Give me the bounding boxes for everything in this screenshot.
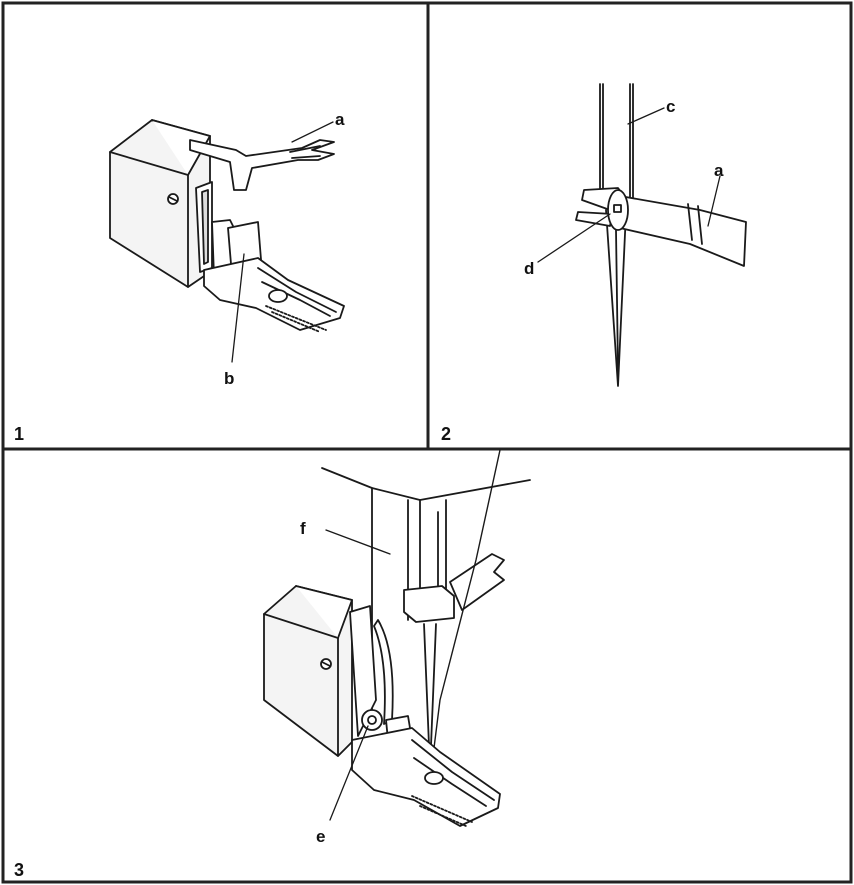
foot-lever [189,139,335,191]
panel-2 [537,83,747,387]
machine-head [321,467,531,501]
panel-3 [263,449,531,827]
sewing-needle [605,209,627,387]
needle-clamp [403,585,455,623]
panel-number-2: 2 [441,424,451,444]
callout-f-panel3: f [300,519,306,538]
callout-d-panel2: d [524,259,534,278]
threader-arm [619,195,747,267]
callout-c-panel2: c [666,97,675,116]
callout-a-panel1: a [335,110,345,129]
callout-b-panel1: b [224,369,234,388]
callout-a-panel2: a [714,161,724,180]
callout-e-panel3: e [316,827,325,846]
panel-1 [109,119,345,363]
panel-number-3: 3 [14,860,24,880]
needle-bar [599,83,634,207]
panel-number-1: 1 [14,424,24,444]
thread [429,449,501,781]
